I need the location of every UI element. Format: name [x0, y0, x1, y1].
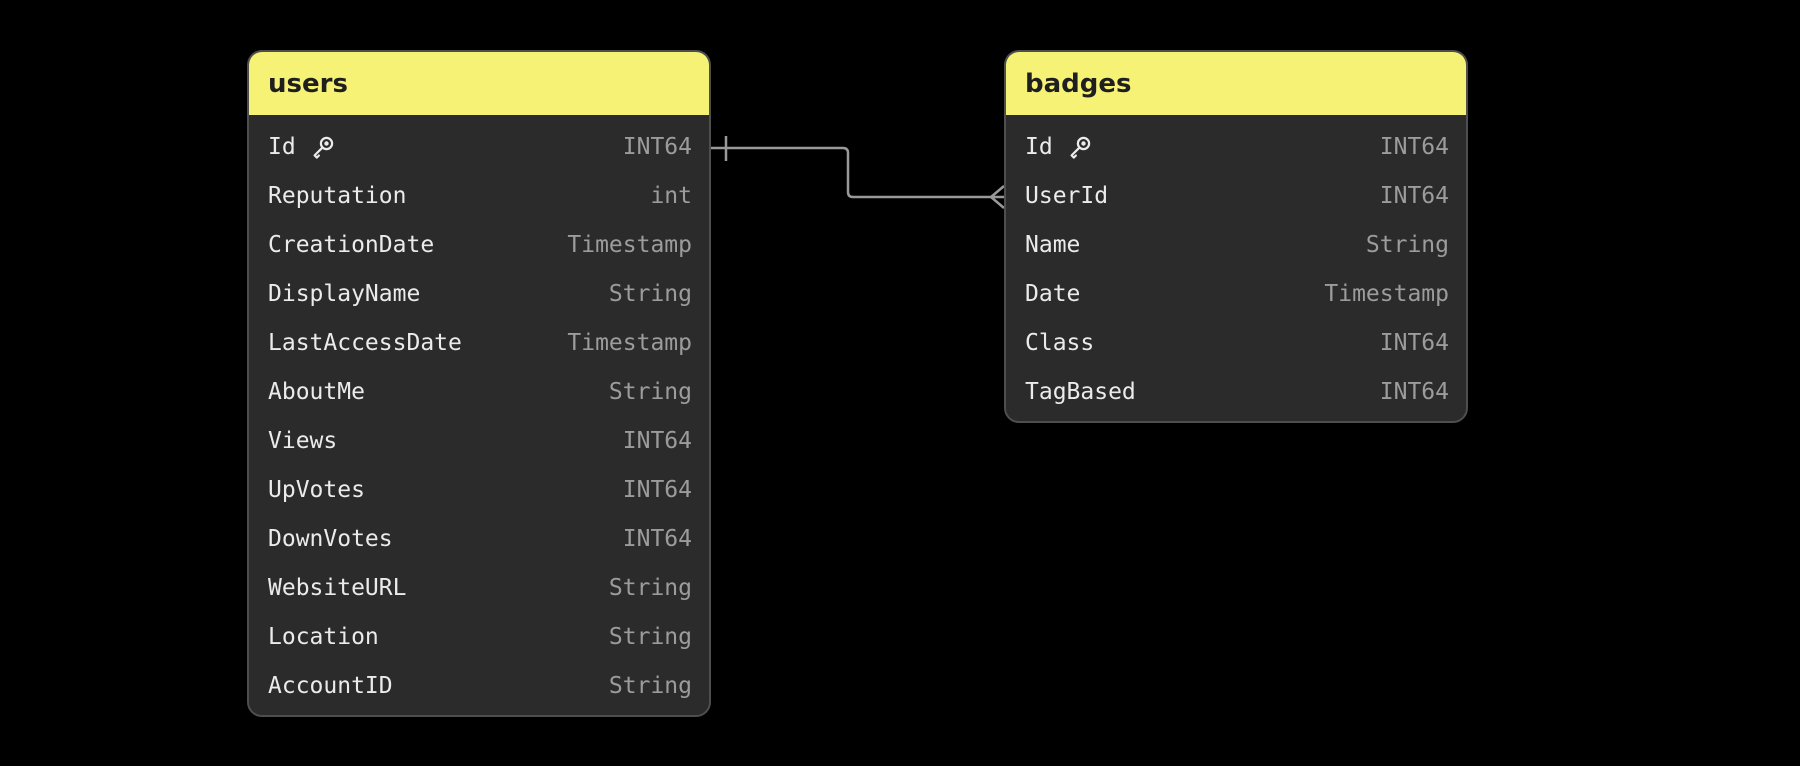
table-row-users-lastaccessdate[interactable]: LastAccessDate Timestamp [249, 319, 709, 368]
field-name: AboutMe [268, 379, 365, 405]
field-type: String [608, 575, 692, 601]
field-type: Timestamp [1324, 281, 1449, 307]
field-type: INT64 [622, 477, 692, 503]
table-row-users-accountid[interactable]: AccountID String [249, 662, 709, 711]
field-type: int [650, 183, 692, 209]
table-title: badges [1025, 68, 1132, 99]
table-row-badges-id[interactable]: Id INT64 [1006, 123, 1466, 172]
primary-key-icon [1070, 136, 1090, 159]
table-row-users-displayname[interactable]: DisplayName String [249, 270, 709, 319]
table-row-badges-userid[interactable]: UserId INT64 [1006, 172, 1466, 221]
field-type: Timestamp [567, 232, 692, 258]
field-name: LastAccessDate [268, 330, 462, 356]
field-name: WebsiteURL [268, 575, 407, 601]
table-row-users-aboutme[interactable]: AboutMe String [249, 368, 709, 417]
many-cardinality-marker [989, 185, 1005, 209]
table-row-users-location[interactable]: Location String [249, 613, 709, 662]
field-type: INT64 [1379, 379, 1449, 405]
field-type: String [608, 673, 692, 699]
field-name: Location [268, 624, 379, 650]
field-name: Name [1025, 232, 1081, 258]
field-name: AccountID [268, 673, 393, 699]
relationship-line-users-id-to-badges-userid[interactable] [711, 146, 1004, 199]
table-badges-header[interactable]: badges [1006, 52, 1466, 115]
table-row-badges-class[interactable]: Class INT64 [1006, 319, 1466, 368]
table-users-header[interactable]: users [249, 52, 709, 115]
field-name: DownVotes [268, 526, 393, 552]
field-type: String [608, 281, 692, 307]
field-name: UserId [1025, 183, 1109, 209]
field-type: INT64 [622, 526, 692, 552]
field-name: Id [268, 123, 336, 172]
table-title: users [268, 68, 348, 99]
field-name: Class [1025, 330, 1095, 356]
field-name: Date [1025, 281, 1081, 307]
field-type: INT64 [1379, 330, 1449, 356]
field-type: Timestamp [567, 330, 692, 356]
table-row-users-reputation[interactable]: Reputation int [249, 172, 709, 221]
table-row-badges-name[interactable]: Name String [1006, 221, 1466, 270]
field-name: UpVotes [268, 477, 365, 503]
table-row-users-creationdate[interactable]: CreationDate Timestamp [249, 221, 709, 270]
field-type: INT64 [1379, 134, 1449, 160]
field-type: INT64 [1379, 183, 1449, 209]
table-row-users-id[interactable]: Id INT64 [249, 123, 709, 172]
field-name: Views [268, 428, 338, 454]
table-row-badges-tagbased[interactable]: TagBased INT64 [1006, 368, 1466, 417]
primary-key-icon [313, 136, 333, 159]
field-name: TagBased [1025, 379, 1136, 405]
field-name: Id [1025, 123, 1093, 172]
field-type: String [1365, 232, 1449, 258]
table-row-users-websiteurl[interactable]: WebsiteURL String [249, 564, 709, 613]
table-row-badges-date[interactable]: Date Timestamp [1006, 270, 1466, 319]
field-name: Reputation [268, 183, 407, 209]
field-type: String [608, 624, 692, 650]
field-type: INT64 [622, 134, 692, 160]
table-row-users-views[interactable]: Views INT64 [249, 417, 709, 466]
table-row-users-downvotes[interactable]: DownVotes INT64 [249, 515, 709, 564]
field-type: String [608, 379, 692, 405]
field-name: CreationDate [268, 232, 435, 258]
field-name: DisplayName [268, 281, 421, 307]
field-type: INT64 [622, 428, 692, 454]
table-row-users-upvotes[interactable]: UpVotes INT64 [249, 466, 709, 515]
